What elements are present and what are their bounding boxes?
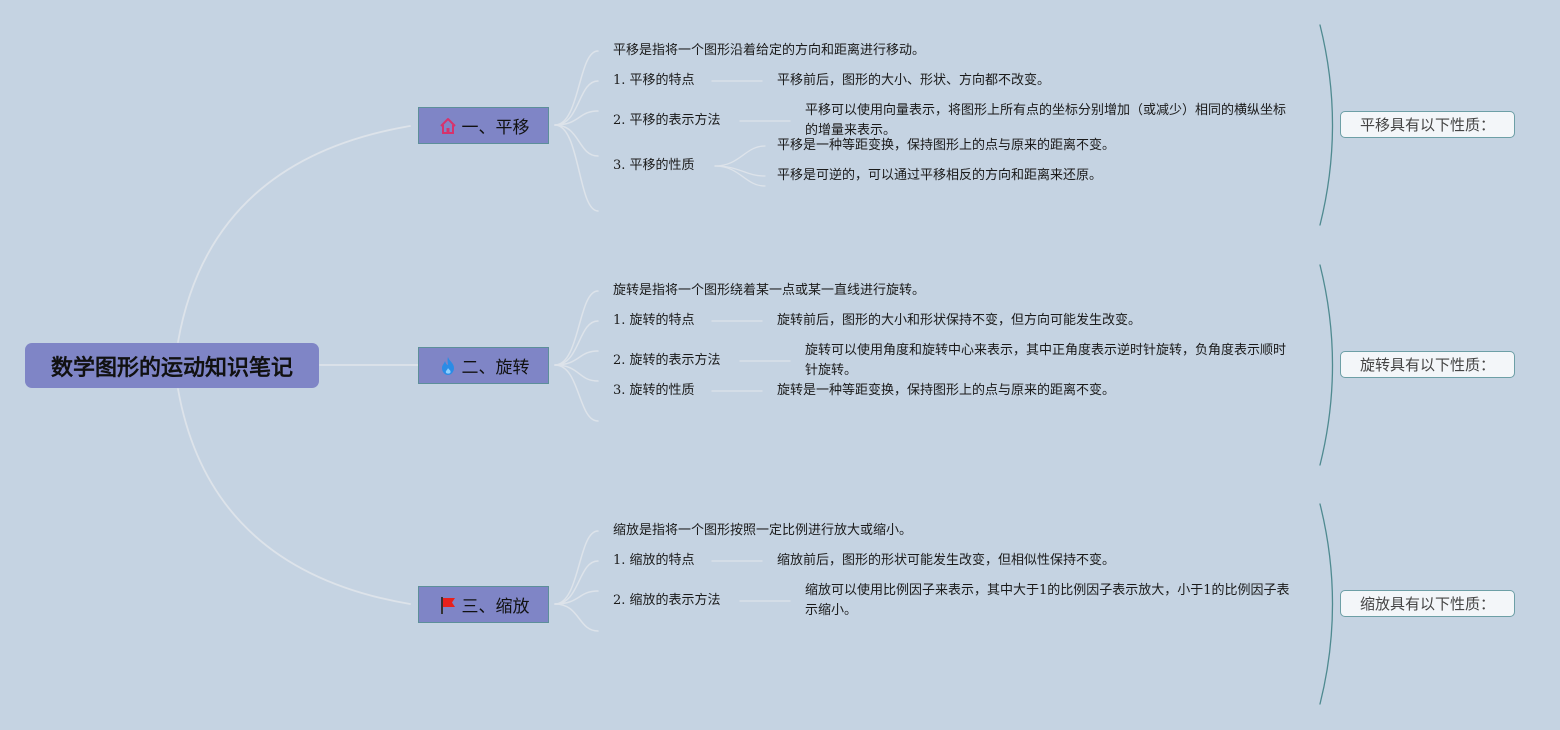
root-node[interactable]: 数学图形的运动知识笔记 <box>25 343 319 388</box>
summary-box[interactable]: 平移具有以下性质： <box>1340 111 1515 138</box>
branch-connector <box>554 124 599 157</box>
branch-node-2[interactable]: 二、旋转 <box>418 347 549 384</box>
item-label[interactable]: 1. 缩放的特点 <box>613 553 695 568</box>
branch-connector <box>554 530 599 605</box>
branch-title: 二、旋转 <box>461 358 530 378</box>
summary-bracket <box>1319 24 1334 226</box>
summary-bracket <box>1319 503 1334 705</box>
branch-connector <box>554 364 599 382</box>
item-label[interactable]: 1. 旋转的特点 <box>613 313 695 328</box>
branch-connector <box>554 320 599 366</box>
summary-bracket <box>1319 264 1334 466</box>
flame-icon <box>438 356 458 376</box>
root-connector <box>177 125 411 343</box>
detail-text: 缩放前后，图形的形状可能发生改变，但相似性保持不变。 <box>777 553 1116 568</box>
summary-box[interactable]: 旋转具有以下性质： <box>1340 351 1515 378</box>
item-label[interactable]: 2. 平移的表示方法 <box>613 113 721 128</box>
branch-node-1[interactable]: 一、平移 <box>418 107 549 144</box>
definition-text: 旋转是指将一个图形绕着某一点或某一直线进行旋转。 <box>613 283 926 298</box>
detail-text: 平移是可逆的，可以通过平移相反的方向和距离来还原。 <box>777 168 1103 183</box>
branch-connector <box>554 50 599 126</box>
flag-icon <box>438 595 458 615</box>
branch-connector <box>554 560 599 605</box>
branch-connector <box>554 590 599 605</box>
branch-connector <box>554 603 599 632</box>
item-label[interactable]: 2. 缩放的表示方法 <box>613 593 721 608</box>
item-label[interactable]: 2. 旋转的表示方法 <box>613 353 721 368</box>
branch-connector <box>554 364 599 422</box>
detail-connector <box>714 165 766 187</box>
detail-text: 平移前后，图形的大小、形状、方向都不改变。 <box>777 73 1051 88</box>
detail-text: 平移可以使用向量表示，将图形上所有点的坐标分别增加（或减少）相同的横纵坐标的增量… <box>805 103 1287 138</box>
branch-title: 一、平移 <box>461 118 530 138</box>
branch-connector <box>554 290 599 366</box>
summary-box[interactable]: 缩放具有以下性质： <box>1340 590 1515 617</box>
definition-text: 缩放是指将一个图形按照一定比例进行放大或缩小。 <box>613 523 913 538</box>
definition-text: 平移是指将一个图形沿着给定的方向和距离进行移动。 <box>613 43 926 58</box>
detail-text: 缩放可以使用比例因子来表示，其中大于1的比例因子表示放大，小于1的比例因子表示缩… <box>805 583 1290 618</box>
branch-connector <box>554 110 599 126</box>
branch-node-3[interactable]: 三、缩放 <box>418 586 549 623</box>
branch-title: 三、缩放 <box>461 597 530 617</box>
item-label[interactable]: 1. 平移的特点 <box>613 73 695 88</box>
detail-text: 旋转前后，图形的大小和形状保持不变，但方向可能发生改变。 <box>777 313 1142 328</box>
item-label[interactable]: 3. 平移的性质 <box>613 158 695 173</box>
item-label[interactable]: 3. 旋转的性质 <box>613 383 695 398</box>
home-icon <box>438 116 458 136</box>
root-connector <box>177 388 411 605</box>
branch-connector <box>554 124 599 212</box>
branch-connector <box>554 80 599 126</box>
detail-text: 平移是一种等距变换，保持图形上的点与原来的距离不变。 <box>777 138 1116 153</box>
detail-text: 旋转可以使用角度和旋转中心来表示，其中正角度表示逆时针旋转，负角度表示顺时针旋转… <box>805 343 1287 378</box>
detail-connector <box>714 145 766 167</box>
detail-text: 旋转是一种等距变换，保持图形上的点与原来的距离不变。 <box>777 383 1116 398</box>
